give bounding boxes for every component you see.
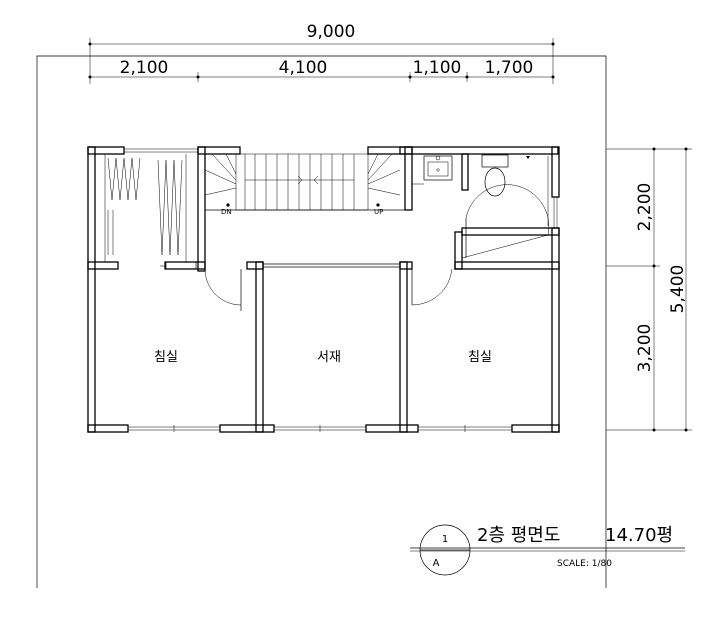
room-label-bedroom-right: 침실: [468, 350, 492, 365]
room-label-study: 서재: [317, 350, 341, 365]
dim-right-segment-1: 2,200: [635, 183, 655, 232]
interior-walls: [87, 146, 560, 433]
dim-top-segment-2: 4,100: [279, 58, 328, 78]
dim-top-segment-4: 1,700: [485, 58, 534, 78]
stair-up-label: UP: [374, 208, 383, 216]
room-label-bedroom-left: 침실: [154, 350, 178, 365]
exterior-walls: [87, 146, 560, 433]
dim-top-segment-3: 1,100: [413, 58, 462, 78]
stair-down-label: DN: [221, 208, 232, 216]
drawing-title: 2층 평면도: [477, 525, 560, 546]
title-block: [410, 524, 685, 576]
drawing-area: 14.70평: [605, 525, 673, 546]
section-marker-number: 1: [442, 534, 448, 545]
staircase: [204, 153, 406, 211]
dim-right-segment-2: 3,200: [635, 324, 655, 373]
top-dimension-lines: [88, 38, 555, 84]
dim-top-total: 9,000: [307, 22, 356, 42]
door-swings: [160, 184, 550, 311]
drawing-scale: SCALE: 1/80: [557, 559, 612, 569]
dim-right-total: 5,400: [668, 265, 688, 314]
site-boundary: [36, 55, 607, 588]
right-dimension-lines: [606, 147, 692, 432]
toilet-icon: [481, 154, 509, 197]
bathroom-fixtures: [412, 154, 549, 226]
section-marker-letter: A: [433, 558, 440, 569]
dim-top-segment-1: 2,100: [120, 58, 169, 78]
closet: [104, 154, 187, 262]
